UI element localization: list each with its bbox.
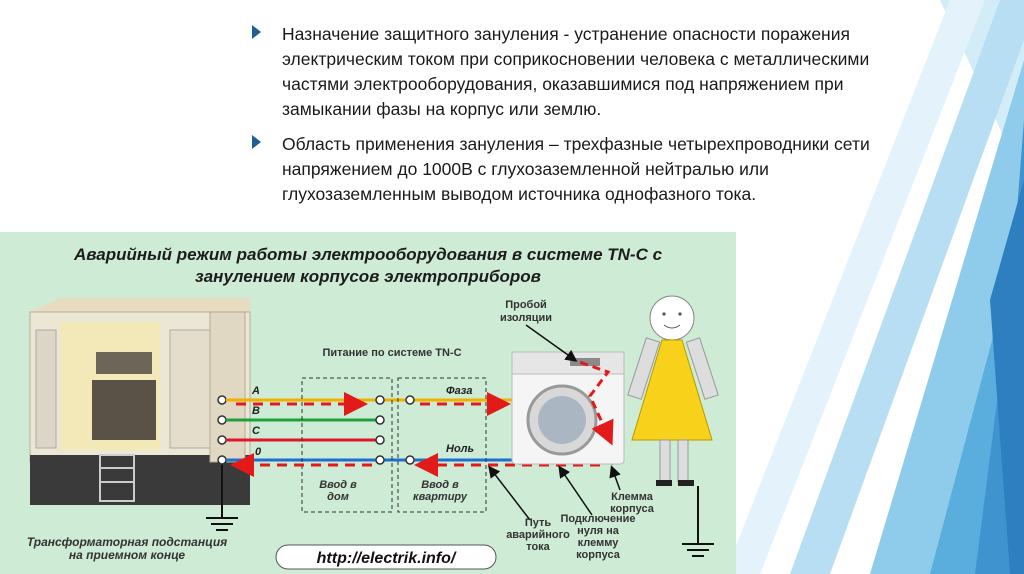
substation-terminals bbox=[217, 395, 227, 465]
fault-path-label: тока bbox=[526, 541, 550, 553]
wire-label: 0 bbox=[255, 446, 262, 458]
bullet-item: Назначение защитного зануления - устране… bbox=[252, 22, 912, 122]
diagram-title-line: занулением корпусов электроприборов bbox=[195, 267, 541, 286]
connection-label: клемму bbox=[578, 537, 620, 549]
breakdown-label: изоляции bbox=[500, 312, 552, 324]
bullet-text: Назначение защитного зануления - устране… bbox=[282, 24, 870, 119]
pointer-lines bbox=[488, 324, 621, 521]
apartment-entry-label: квартиру bbox=[413, 491, 468, 503]
fault-current-arrows bbox=[230, 392, 600, 477]
wire-label: A bbox=[251, 385, 260, 397]
bullet-arrow-icon bbox=[252, 135, 261, 149]
person-figure bbox=[627, 295, 719, 486]
ground-symbol-icon bbox=[682, 486, 714, 557]
fault-path-label: Путь bbox=[525, 517, 552, 529]
diagram-title: Аварийный режим работы электрооборудован… bbox=[0, 244, 736, 288]
bullet-text: Область применения зануления – трехфазны… bbox=[282, 134, 870, 204]
bullet-arrow-icon bbox=[252, 25, 261, 39]
substation-label: Трансформаторная подстанция bbox=[27, 535, 227, 549]
washing-machine bbox=[511, 351, 625, 465]
substation-label: на приемном конце bbox=[69, 548, 186, 562]
clamp-label: корпуса bbox=[610, 503, 655, 515]
zero-label: Ноль bbox=[446, 443, 474, 455]
apartment-entry-box bbox=[397, 377, 487, 513]
fault-path-label: аварийного bbox=[506, 529, 570, 541]
house-entry-label: Ввод в bbox=[319, 479, 357, 491]
clamp-label: Клемма bbox=[611, 491, 654, 503]
apartment-entry-label: Ввод в bbox=[421, 479, 459, 491]
connection-label: нуля на bbox=[577, 525, 620, 537]
connection-label: Подключение bbox=[560, 513, 635, 525]
system-label: Питание по системе TN-C bbox=[322, 347, 461, 359]
bullet-list: Назначение защитного зануления - устране… bbox=[252, 22, 912, 217]
wire-label: B bbox=[252, 405, 260, 417]
url-badge bbox=[275, 544, 497, 570]
ground-symbol-icon bbox=[206, 460, 238, 531]
wire-label: C bbox=[252, 425, 261, 437]
transformer-substation bbox=[29, 298, 251, 505]
house-entry-label: дом bbox=[327, 491, 349, 503]
url-label[interactable]: http://electrik.info/ bbox=[317, 550, 457, 567]
connection-label: корпуса bbox=[576, 549, 621, 561]
diagram-title-line: Аварийный режим работы электрооборудован… bbox=[73, 245, 663, 264]
bullet-item: Область применения зануления – трехфазны… bbox=[252, 132, 912, 207]
phase-label: Фаза bbox=[446, 385, 472, 397]
house-entry-box bbox=[301, 377, 393, 513]
breakdown-label: Пробой bbox=[505, 299, 547, 311]
